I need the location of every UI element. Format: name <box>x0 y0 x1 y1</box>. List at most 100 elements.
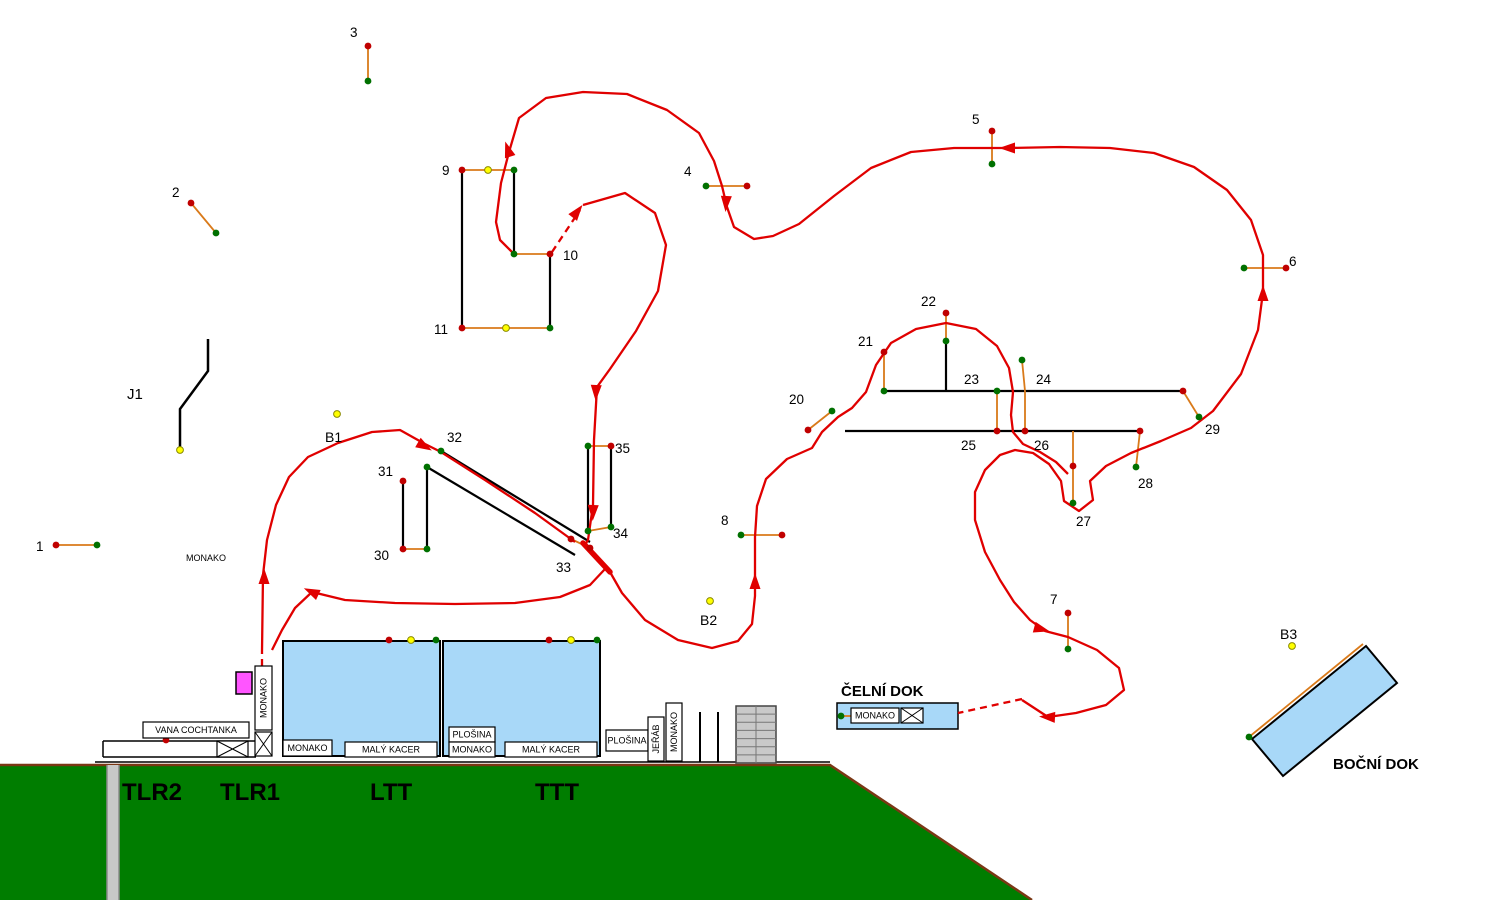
route-arrow <box>587 504 599 521</box>
route-arrow <box>258 568 270 584</box>
info-box-label: PLOŠINA <box>607 736 646 746</box>
gate-dot-red <box>586 544 594 552</box>
info-box-label: MALÝ KACER <box>362 745 421 755</box>
label-ltt: LTT <box>370 779 413 806</box>
dock-basin <box>282 640 441 757</box>
route-arrow <box>749 573 761 589</box>
gate-dot-yellow <box>502 324 510 332</box>
route-solid <box>270 568 606 651</box>
gate-number: 29 <box>1205 422 1220 437</box>
gate-dot-yellow <box>484 166 492 174</box>
gate-number: 1 <box>36 539 44 554</box>
gate-dot-red <box>399 545 407 553</box>
gate-line <box>1021 359 1026 392</box>
info-box <box>282 739 333 757</box>
gate-dot-green <box>828 407 836 415</box>
route-solid <box>494 90 1265 719</box>
gate-number: 27 <box>1076 514 1091 529</box>
gate-dot-red <box>1136 427 1144 435</box>
gate-dot-red <box>187 199 195 207</box>
label-ttt: TTT <box>535 779 579 806</box>
x-box-cross <box>254 731 273 757</box>
gate-dot-green <box>1018 356 1026 364</box>
info-box-label: MONAKO <box>669 712 679 752</box>
gate-dot-green <box>510 250 518 258</box>
route-dashed <box>957 697 1023 715</box>
route-arrow <box>1039 711 1056 723</box>
gate-dot-red <box>52 541 60 549</box>
info-box-label: MONAKO <box>452 745 492 755</box>
gate-dot-red <box>399 477 407 485</box>
gate-dot-green <box>364 77 372 85</box>
ground-edge <box>0 763 1033 900</box>
road <box>107 765 119 900</box>
gate-dot-red <box>458 324 466 332</box>
gate-dot-green <box>584 527 592 535</box>
label-j1: J1 <box>127 386 143 403</box>
x-box-cross <box>900 707 924 724</box>
route-arrow <box>1257 285 1269 301</box>
gate-number: 33 <box>556 560 571 575</box>
gate-dot-green <box>1069 499 1077 507</box>
gate-number: 21 <box>858 334 873 349</box>
gate-dot-yellow <box>567 636 575 644</box>
route-arrow <box>504 141 516 159</box>
gate-dot-green <box>546 324 554 332</box>
gate-dot-yellow <box>407 636 415 644</box>
gate-dot-yellow <box>176 446 184 454</box>
gate-dot-green <box>1064 645 1072 653</box>
gate-number: 10 <box>563 248 578 263</box>
gate-dot-green <box>593 636 601 644</box>
route-arrow <box>303 588 321 600</box>
gate-dot-green <box>1245 733 1253 741</box>
info-box <box>850 707 900 724</box>
gate-dot-green <box>1195 413 1203 421</box>
gate-number: 32 <box>447 430 462 445</box>
gate-dot-green <box>942 337 950 345</box>
gate-number: 3 <box>350 25 358 40</box>
gate-dot-yellow <box>333 410 341 418</box>
info-box <box>448 741 496 758</box>
gate-number: 34 <box>613 526 629 541</box>
info-box-label: MONAKO <box>259 678 269 718</box>
info-box <box>344 741 438 758</box>
gate-dot-green <box>837 712 845 720</box>
gate-number: 11 <box>434 322 448 337</box>
gate-number: 22 <box>921 294 936 309</box>
info-box-label: JEŘÁB <box>651 724 661 753</box>
route-arrow <box>1032 621 1050 633</box>
label-b1: B1 <box>325 429 342 445</box>
gate-dot-red <box>880 348 888 356</box>
label-b3: B3 <box>1280 626 1297 642</box>
x-box-cross <box>216 740 249 758</box>
gate-dot-green <box>988 160 996 168</box>
gate-dot-green <box>993 387 1001 395</box>
gate-dot-green <box>93 541 101 549</box>
gate-number: 20 <box>789 392 804 407</box>
info-box-label: MALÝ KACER <box>522 745 581 755</box>
gate-dot-red <box>993 427 1001 435</box>
gate-dot-red <box>988 127 996 135</box>
gate-number: 25 <box>961 438 976 453</box>
info-box <box>142 721 250 739</box>
pole-line <box>440 450 591 543</box>
gate-number: 6 <box>1289 254 1297 269</box>
gate-number: 8 <box>721 513 729 528</box>
j1-line <box>178 339 210 449</box>
label-tlr1: TLR1 <box>220 779 280 806</box>
route-arrow <box>415 437 432 451</box>
label--eln-dok: ČELNÍ DOK <box>841 682 924 700</box>
gate-dot-green <box>737 531 745 539</box>
gate-dot-red <box>942 309 950 317</box>
info-box-label: MONAKO <box>855 711 895 721</box>
gate-number: 23 <box>964 372 979 387</box>
gate-number: 2 <box>172 185 180 200</box>
label-tlr2: TLR2 <box>122 779 182 806</box>
route-arrow <box>590 384 602 401</box>
gate-number: 7 <box>1050 592 1058 607</box>
gate-number: 35 <box>615 441 630 456</box>
gate-dot-green <box>607 523 615 531</box>
gate-dot-red <box>743 182 751 190</box>
gate-dot-green <box>437 447 445 455</box>
